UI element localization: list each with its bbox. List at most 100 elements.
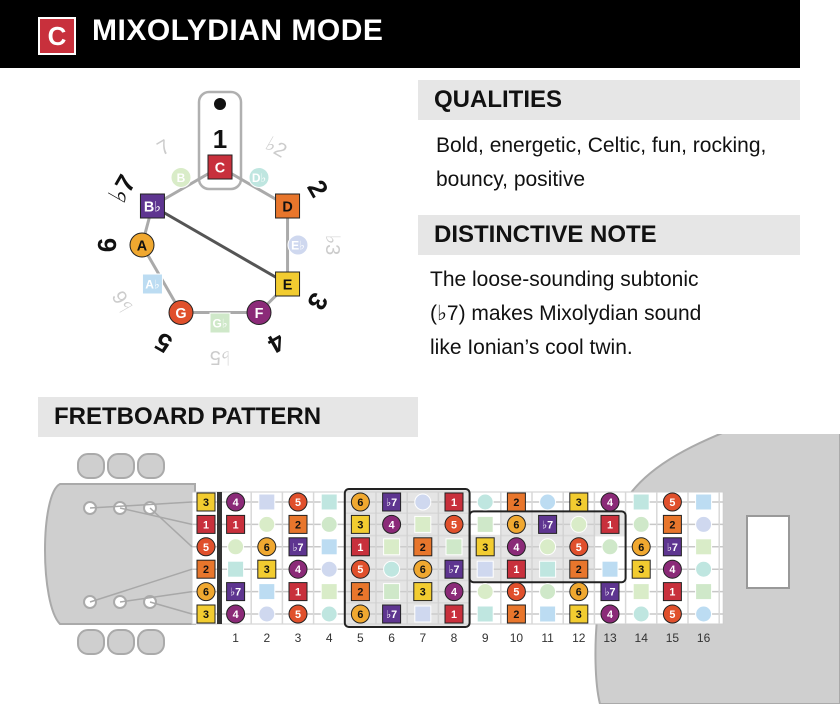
fret-number: 5 [357,631,364,645]
note-square [258,493,276,511]
note-circle [695,560,713,578]
title-bar: C MIXOLYDIAN MODE [0,0,800,68]
note-label: ♭7 [386,609,397,621]
note-square [695,583,713,601]
note-square [662,582,682,602]
fret-note: 2 [506,604,526,624]
note-label: ♭7 [542,519,553,531]
note-square [662,537,682,557]
fret-number: 10 [510,631,524,645]
fret-note: 4 [226,604,246,624]
note-square [695,538,713,556]
note-circle [539,538,557,556]
fret-note: ♭7 [382,604,402,624]
note-circle [632,605,650,623]
fret-note: ♭7 [538,514,558,534]
fret-note: 4 [444,582,464,602]
note-label: A♭ [145,277,159,291]
string-to-peg [89,568,193,603]
circle-note: C [207,154,233,180]
note-label: 3 [203,609,209,621]
note-circle [248,166,270,188]
note-label: 4 [295,564,301,576]
fret-number: 7 [419,631,426,645]
note-square [196,604,216,624]
fret-placeholder [227,560,245,578]
circle-degree: 6 [92,238,122,252]
note-square [275,193,301,219]
fret-note: 1 [600,514,620,534]
note-label: 4 [669,564,675,576]
tuner-peg [77,453,105,479]
note-circle [168,300,194,326]
note-label: 5 [669,497,675,509]
note-label: ♭7 [292,542,303,554]
note-circle [288,559,308,579]
fret-note: 1 [226,514,246,534]
note-label: 3 [420,587,426,599]
note-circle [506,537,526,557]
note-label: G♭ [213,316,228,330]
fret-note: 5 [350,559,370,579]
open-string-note: 3 [196,604,216,624]
circle-note: F [246,300,272,326]
note-square [539,560,557,578]
note-square [196,514,216,534]
distinctive-text: The loose-sounding subtonic (♭7) makes M… [430,263,701,365]
fret-note: 5 [288,492,308,512]
note-square [569,604,589,624]
note-label: 6 [638,542,644,554]
circle-degree: ♭7 [102,169,141,207]
note-label: F [255,306,264,322]
note-square [506,559,526,579]
fret-placeholder [383,560,401,578]
circle-note: A [129,232,155,258]
note-square [288,537,308,557]
tuner-peg [107,453,135,479]
fret-note: 2 [662,514,682,534]
note-circle [129,232,155,258]
note-circle [246,300,272,326]
circle-note-out: D♭ [248,166,270,188]
fret-note: 3 [569,604,589,624]
note-circle [382,514,402,534]
fret-note: 3 [350,514,370,534]
fret-note: 6 [350,492,370,512]
note-label: 4 [513,542,519,554]
circle-note: E [275,271,301,297]
note-label: 4 [451,587,457,599]
fret-placeholder [258,515,276,533]
note-label: D [282,199,292,215]
note-label: 4 [607,609,613,621]
note-label: 3 [482,542,488,554]
fret-note: 6 [631,537,651,557]
fret-placeholder [320,515,338,533]
string-to-peg [149,601,193,615]
note-square [196,559,216,579]
note-label: 1 [203,519,209,531]
note-label: E [283,277,293,293]
fret-note: 4 [662,559,682,579]
note-circle [600,492,620,512]
note-square [476,605,494,623]
fret-placeholder [258,583,276,601]
note-label: 3 [357,519,363,531]
note-circle [570,515,588,533]
note-label: 3 [203,497,209,509]
note-square [444,604,464,624]
note-square [632,583,650,601]
note-label: 5 [357,564,363,576]
note-label: A [137,238,148,254]
note-label: 3 [576,609,582,621]
string-to-peg [89,501,193,509]
note-label: 5 [669,609,675,621]
qualities-line: Bold, energetic, Celtic, fun, rocking, [436,134,767,157]
note-square [632,493,650,511]
note-label: 5 [295,497,301,509]
note-label: 4 [233,497,239,509]
fret-placeholder [383,583,401,601]
fret-note: 3 [631,559,651,579]
fret-note: 5 [506,582,526,602]
note-circle [383,560,401,578]
